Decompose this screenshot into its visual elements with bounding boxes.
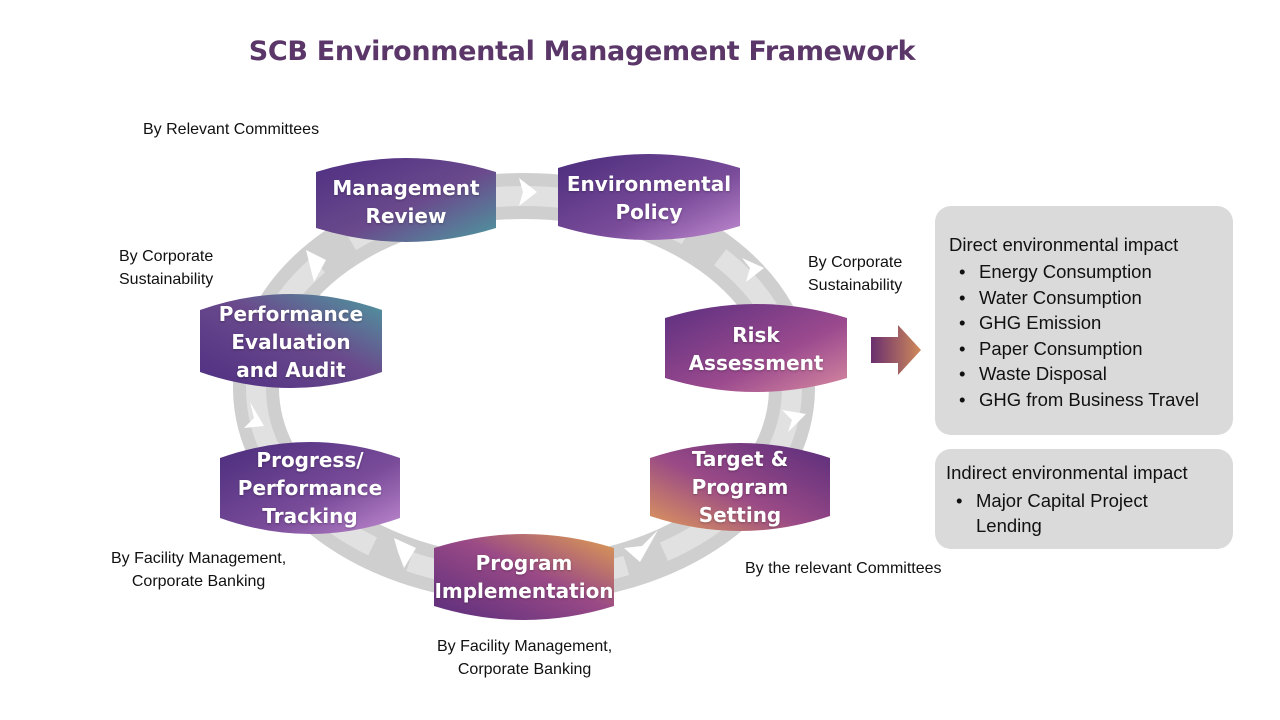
- cycle-arrow-icon: [782, 410, 806, 432]
- annotation-corporate-sustainability-left: By Corporate Sustainability: [119, 248, 214, 288]
- indirect-impact-box: Indirect environmental impact Major Capi…: [935, 449, 1233, 549]
- impact-arrow-icon: [871, 325, 921, 375]
- annotation-relevant-committees: By Relevant Committees: [143, 121, 320, 138]
- node-risk-assessment: [665, 304, 847, 392]
- annotation-facility-management-bottom: By Facility Management, Corporate Bankin…: [437, 638, 613, 678]
- annotation-the-relevant-committees: By the relevant Committees: [745, 560, 942, 577]
- list-item: Waste Disposal: [949, 361, 1199, 387]
- direct-impact-list: Energy Consumption Water Consumption GHG…: [949, 259, 1199, 412]
- node-performance-evaluation: [200, 294, 382, 388]
- cycle-arrow-icon: [394, 538, 416, 568]
- node-label: Risk Assessment: [688, 323, 824, 375]
- cycle-arrow-icon: [519, 178, 537, 206]
- direct-impact-box: Direct environmental impact Energy Consu…: [935, 206, 1233, 435]
- node-target-program-setting: [650, 443, 830, 531]
- cycle-arrow-icon: [624, 530, 658, 562]
- node-label: Environmental Policy: [566, 172, 732, 224]
- list-item: GHG Emission: [949, 310, 1199, 336]
- cycle-arrow-icon: [742, 258, 764, 282]
- node-label: Performance Evaluation and Audit: [218, 302, 364, 382]
- indirect-impact-heading: Indirect environmental impact: [946, 462, 1188, 483]
- node-label: Progress/ Performance Tracking: [237, 448, 383, 528]
- node-program-implementation: [434, 534, 614, 620]
- cycle-arrow-icon: [306, 250, 326, 282]
- list-item: Paper Consumption: [949, 336, 1199, 362]
- node-label: Management Review: [332, 176, 480, 228]
- node-progress-tracking: [220, 442, 400, 534]
- diagram-title: SCB Environmental Management Framework: [248, 36, 916, 67]
- list-item: Water Consumption: [949, 285, 1199, 311]
- annotation-corporate-sustainability-right: By Corporate Sustainability: [808, 254, 903, 294]
- node-management-review: [316, 158, 496, 242]
- node-environmental-policy: [558, 154, 740, 240]
- node-label: Target & Program Setting: [691, 447, 789, 527]
- cycle-arrow-icon: [244, 402, 264, 428]
- node-label: Program Implementation: [434, 551, 614, 603]
- indirect-impact-list: Major Capital Project Lending: [946, 488, 1148, 538]
- list-item: GHG from Business Travel: [949, 387, 1199, 413]
- list-item: Major Capital Project Lending: [946, 488, 1148, 538]
- annotation-facility-management-left: By Facility Management, Corporate Bankin…: [111, 550, 287, 590]
- list-item: Energy Consumption: [949, 259, 1199, 285]
- direct-impact-heading: Direct environmental impact: [949, 234, 1179, 255]
